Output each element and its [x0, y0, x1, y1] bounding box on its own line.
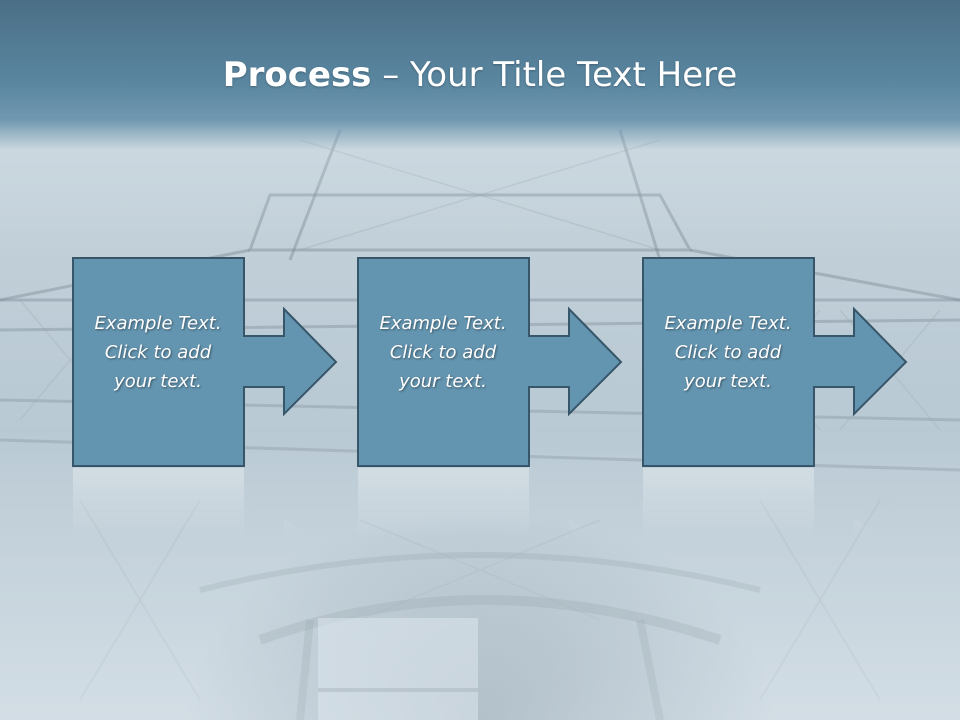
step-2-reflection	[357, 468, 629, 538]
process-step-1[interactable]: Example Text. Click to add your text.	[72, 257, 344, 467]
title-rest-text: – Your Title Text Here	[371, 55, 738, 95]
slide-title[interactable]: Process – Your Title Text Here	[0, 52, 960, 98]
step-1-text[interactable]: Example Text. Click to add your text.	[72, 309, 244, 396]
step-3-text[interactable]: Example Text. Click to add your text.	[642, 309, 814, 396]
step-1-reflection	[72, 468, 344, 538]
step-2-text[interactable]: Example Text. Click to add your text.	[357, 309, 529, 396]
title-band	[0, 0, 960, 150]
step-2-line-2: Click to add	[389, 342, 497, 363]
step-3-arrow-shape	[642, 257, 908, 467]
step-3-line-2: Click to add	[674, 342, 782, 363]
title-bold-text: Process	[222, 55, 372, 95]
step-3-line-1: Example Text.	[664, 313, 792, 334]
step-1-arrow-shape	[72, 257, 338, 467]
step-2-line-1: Example Text.	[379, 313, 507, 334]
step-1-line-1: Example Text.	[94, 313, 222, 334]
step-1-line-3: your text.	[114, 371, 202, 392]
step-1-line-2: Click to add	[104, 342, 212, 363]
step-3-line-3: your text.	[684, 371, 772, 392]
process-step-3[interactable]: Example Text. Click to add your text.	[642, 257, 914, 467]
step-3-reflection	[642, 468, 914, 538]
process-step-2[interactable]: Example Text. Click to add your text.	[357, 257, 629, 467]
step-2-line-3: your text.	[399, 371, 487, 392]
step-2-arrow-shape	[357, 257, 623, 467]
